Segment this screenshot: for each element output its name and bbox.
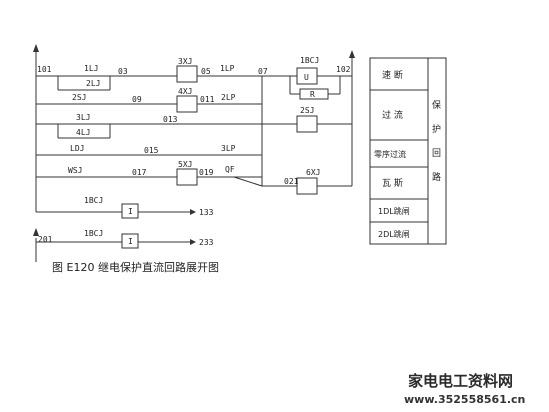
table-row-1dl: 1DL跳闸: [378, 206, 410, 216]
table-group-char-4: 路: [432, 171, 441, 183]
node-09: 09: [132, 95, 142, 104]
row-instant-trip: [36, 65, 352, 186]
watermark-url: www.352558561.cn: [404, 393, 525, 406]
node-133: 133: [199, 208, 214, 217]
node-021: 021: [284, 177, 299, 186]
node-015: 015: [144, 146, 159, 155]
table-row-zero-seq: 零序过流: [374, 149, 406, 159]
table-group-char-2: 护: [432, 123, 441, 135]
relay-1bcj-top: 1BCJ: [300, 56, 319, 65]
node-011: 011: [200, 95, 215, 104]
node-013: 013: [163, 115, 178, 124]
watermark-title: 家电电工资料网: [408, 372, 513, 390]
row-trip-2dl: [36, 233, 196, 249]
plate-2lp: 2LP: [221, 93, 236, 102]
bus-label-201: 201: [38, 235, 53, 244]
figure-caption: 图 E120 继电保护直流回路展开图: [52, 260, 219, 274]
relay-6xj: 6XJ: [306, 168, 320, 177]
node-05: 05: [201, 67, 211, 76]
table-row-2dl: 2DL跳闸: [378, 229, 410, 239]
contact-4lj: 4LJ: [76, 128, 90, 137]
breaker-qf: QF: [225, 165, 235, 174]
relay-3xj: 3XJ: [178, 57, 192, 66]
row-trip-1dl: [36, 203, 196, 219]
table-row-instant: 速 断: [382, 69, 403, 81]
coil-i-2: I: [128, 237, 133, 246]
coil-u: U: [304, 73, 309, 82]
bus-label-102: 102: [336, 65, 351, 74]
contact-ldj: LDJ: [70, 144, 84, 153]
row-gas: [36, 168, 352, 195]
contact-1bcj-second: 1BCJ: [84, 229, 103, 238]
relay-4xj: 4XJ: [178, 87, 192, 96]
table-group-char-1: 保: [432, 99, 441, 111]
node-07: 07: [258, 67, 268, 76]
node-03: 03: [118, 67, 128, 76]
contact-2sj: 2SJ: [72, 93, 86, 102]
node-017: 017: [132, 168, 147, 177]
contact-2lj: 2LJ: [86, 79, 100, 88]
resistor-r: R: [310, 90, 315, 99]
node-233: 233: [199, 238, 214, 247]
relay-2sj: 2SJ: [300, 106, 314, 115]
contact-wsj: WSJ: [68, 166, 82, 175]
plate-3lp: 3LP: [221, 144, 236, 153]
row-overcurrent: [36, 95, 262, 113]
coil-i-1: I: [128, 207, 133, 216]
protection-table: [369, 57, 447, 245]
table-group-char-3: 回: [432, 148, 441, 159]
relay-5xj: 5XJ: [178, 160, 192, 169]
table-row-overcurrent: 过 流: [382, 109, 403, 121]
table-row-gas: 瓦 斯: [382, 177, 403, 189]
plate-1lp: 1LP: [220, 64, 235, 73]
contact-1bcj: 1BCJ: [84, 196, 103, 205]
bus-label-101: 101: [37, 65, 52, 74]
contact-1lj: 1LJ: [84, 64, 98, 73]
node-019: 019: [199, 168, 214, 177]
contact-3lj: 3LJ: [76, 113, 90, 122]
row-time-relay: [36, 115, 352, 139]
bus-lines: [33, 44, 355, 262]
